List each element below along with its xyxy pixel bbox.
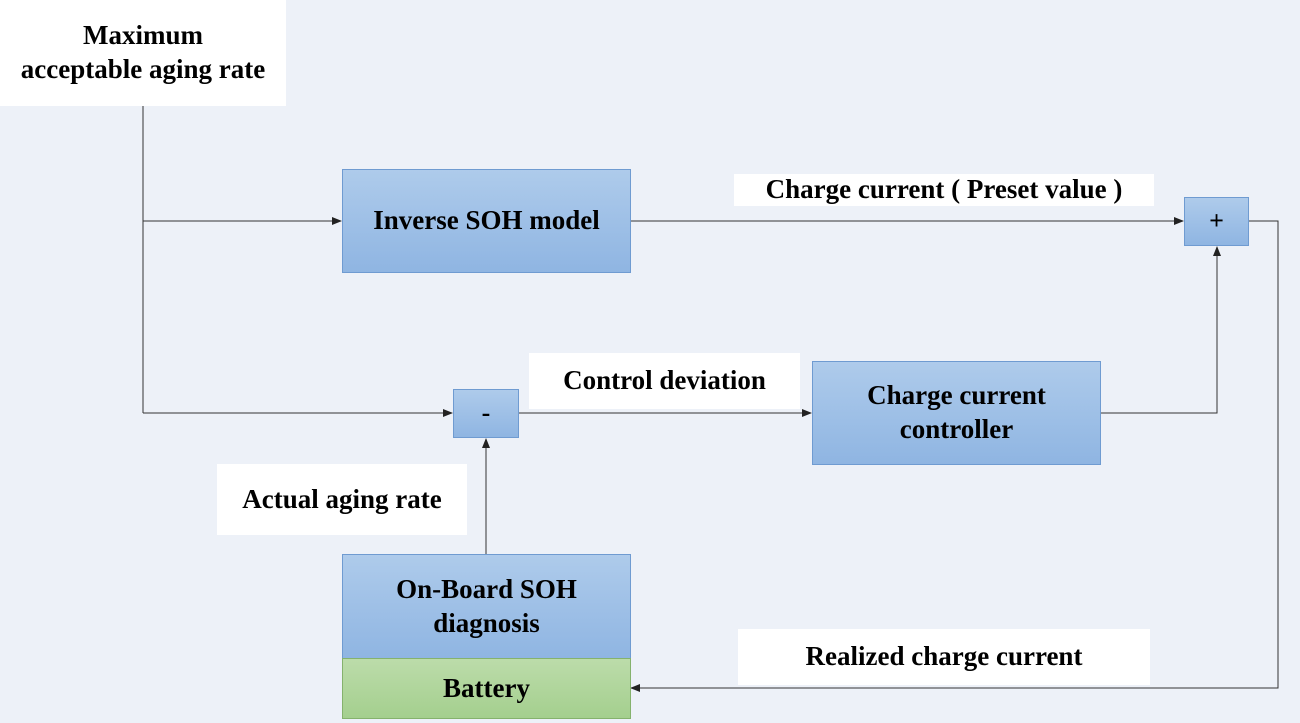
actual-aging-rate-label: Actual aging rate — [217, 464, 467, 535]
arrow-controller-to-sum — [1101, 246, 1221, 414]
onboard-soh-diagnosis-block: On-Board SOH diagnosis — [342, 554, 631, 659]
battery-block: Battery — [342, 658, 631, 719]
realized-charge-current-label: Realized charge current — [738, 629, 1150, 685]
sum-junction: + — [1184, 197, 1249, 246]
difference-junction: - — [453, 389, 519, 438]
max-aging-rate-label: Maximum acceptable aging rate — [0, 0, 286, 106]
charge-current-preset-label: Charge current ( Preset value ) — [734, 174, 1154, 206]
charge-current-controller-block: Charge current controller — [812, 361, 1101, 465]
arrow-realized-to-battery — [630, 220, 1279, 692]
control-deviation-label: Control deviation — [529, 353, 800, 409]
inverse-soh-model-block: Inverse SOH model — [342, 169, 631, 273]
